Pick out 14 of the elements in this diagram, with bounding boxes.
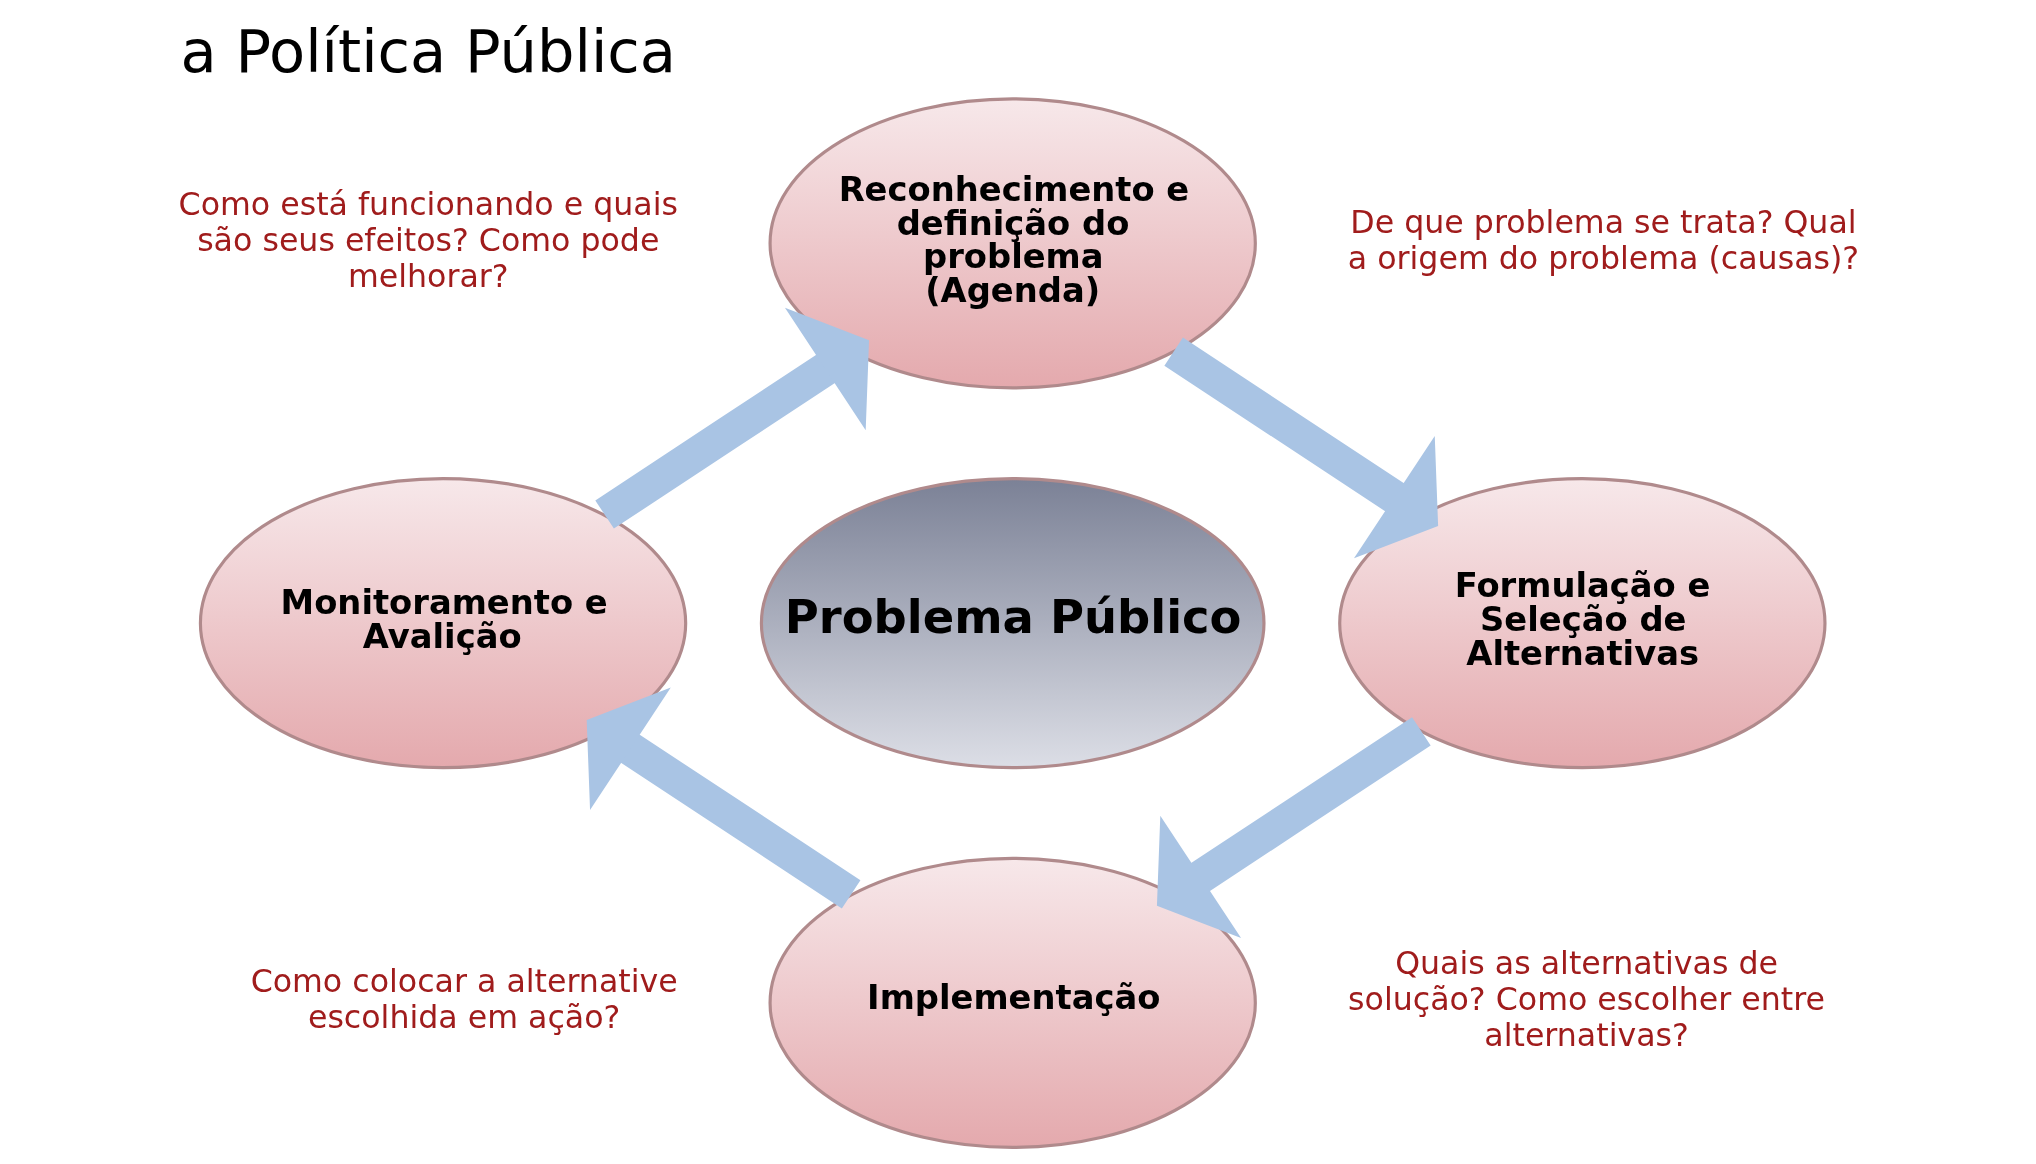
label: Como está funcionando e quais são seus efeitos? Como pode melhorar? [178, 185, 678, 294]
label: Quais as alternativas de solução? Como escolher entre alternativas? [1347, 945, 1825, 1054]
diagram-title: a Política Pública [180, 17, 676, 87]
node-ellipse: Reconhecimento e definição do problema (Agenda) [768, 97, 1257, 390]
node-ellipse: Monitoramento e Avalição [198, 477, 687, 770]
arrow [1156, 717, 1431, 939]
arrow [586, 687, 860, 909]
arrow [1163, 337, 1438, 559]
node-ellipse: Implementação [768, 856, 1257, 1149]
arrow [594, 307, 869, 529]
node-ellipse: Formulação e Seleção de Alternativas [1337, 477, 1827, 770]
label: Como colocar a alternative escolhida em ação? [250, 963, 678, 1036]
node-ellipse: Problema Público [759, 477, 1266, 770]
label: De que problema se trata? Qual a origem do problema (causas)? [1347, 203, 1859, 276]
